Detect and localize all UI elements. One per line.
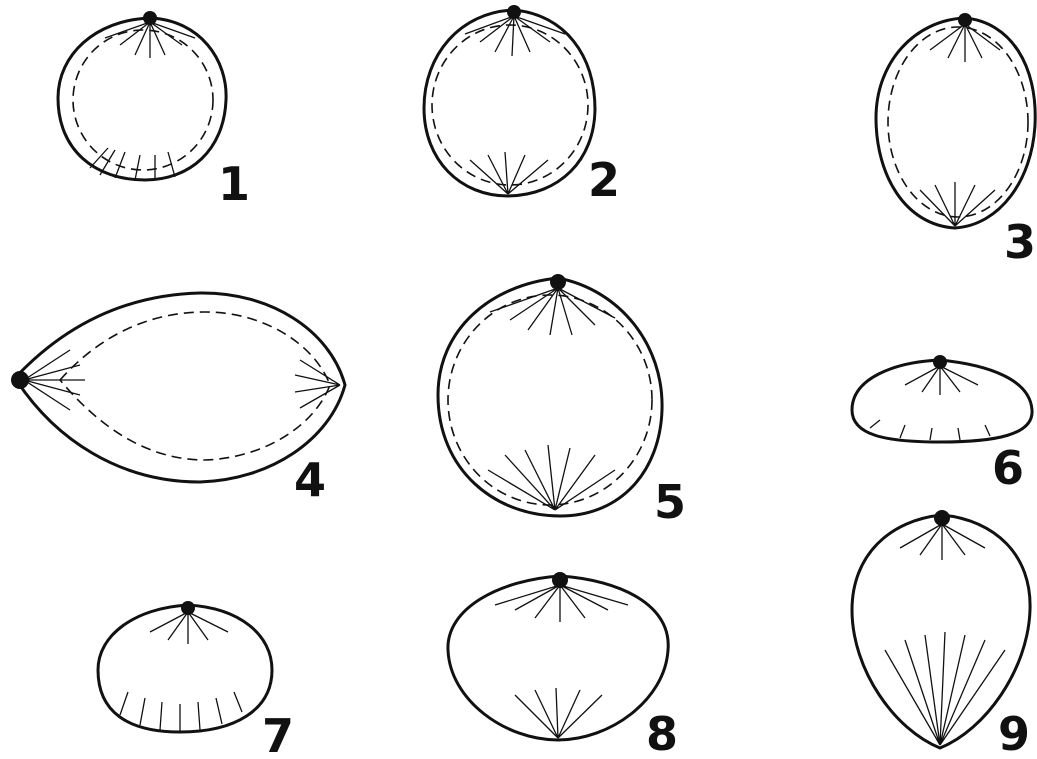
seed-figure-5: 5	[438, 274, 686, 529]
seed-outline-8	[448, 576, 668, 740]
seed-outline-1	[58, 18, 226, 180]
seed-figure-7: 7	[98, 601, 294, 759]
seed-figure-9: 9	[852, 510, 1030, 759]
seed-outline-7	[98, 605, 272, 732]
seed-figure-2: 2	[424, 5, 620, 207]
seed-outline-2	[424, 10, 595, 196]
seed-outline-5	[438, 278, 662, 516]
seed-figure-6: 6	[852, 355, 1032, 495]
seed-figure-1: 1	[58, 11, 250, 211]
seed-figure-4: 4	[11, 293, 345, 507]
seed-tip-5	[550, 274, 566, 290]
figure-number-6: 6	[992, 441, 1024, 495]
seed-figure-8: 8	[448, 572, 678, 759]
seed-figure-3: 3	[876, 13, 1036, 269]
figure-number-8: 8	[646, 707, 678, 759]
figure-number-2: 2	[588, 153, 620, 207]
figure-number-7: 7	[262, 709, 294, 759]
figure-number-9: 9	[998, 707, 1030, 759]
figure-number-5: 5	[654, 475, 686, 529]
figure-number-1: 1	[218, 157, 250, 211]
seed-outline-6	[852, 360, 1032, 442]
seed-tip-9	[934, 510, 950, 526]
figure-number-4: 4	[294, 453, 326, 507]
figure-number-3: 3	[1004, 215, 1036, 269]
